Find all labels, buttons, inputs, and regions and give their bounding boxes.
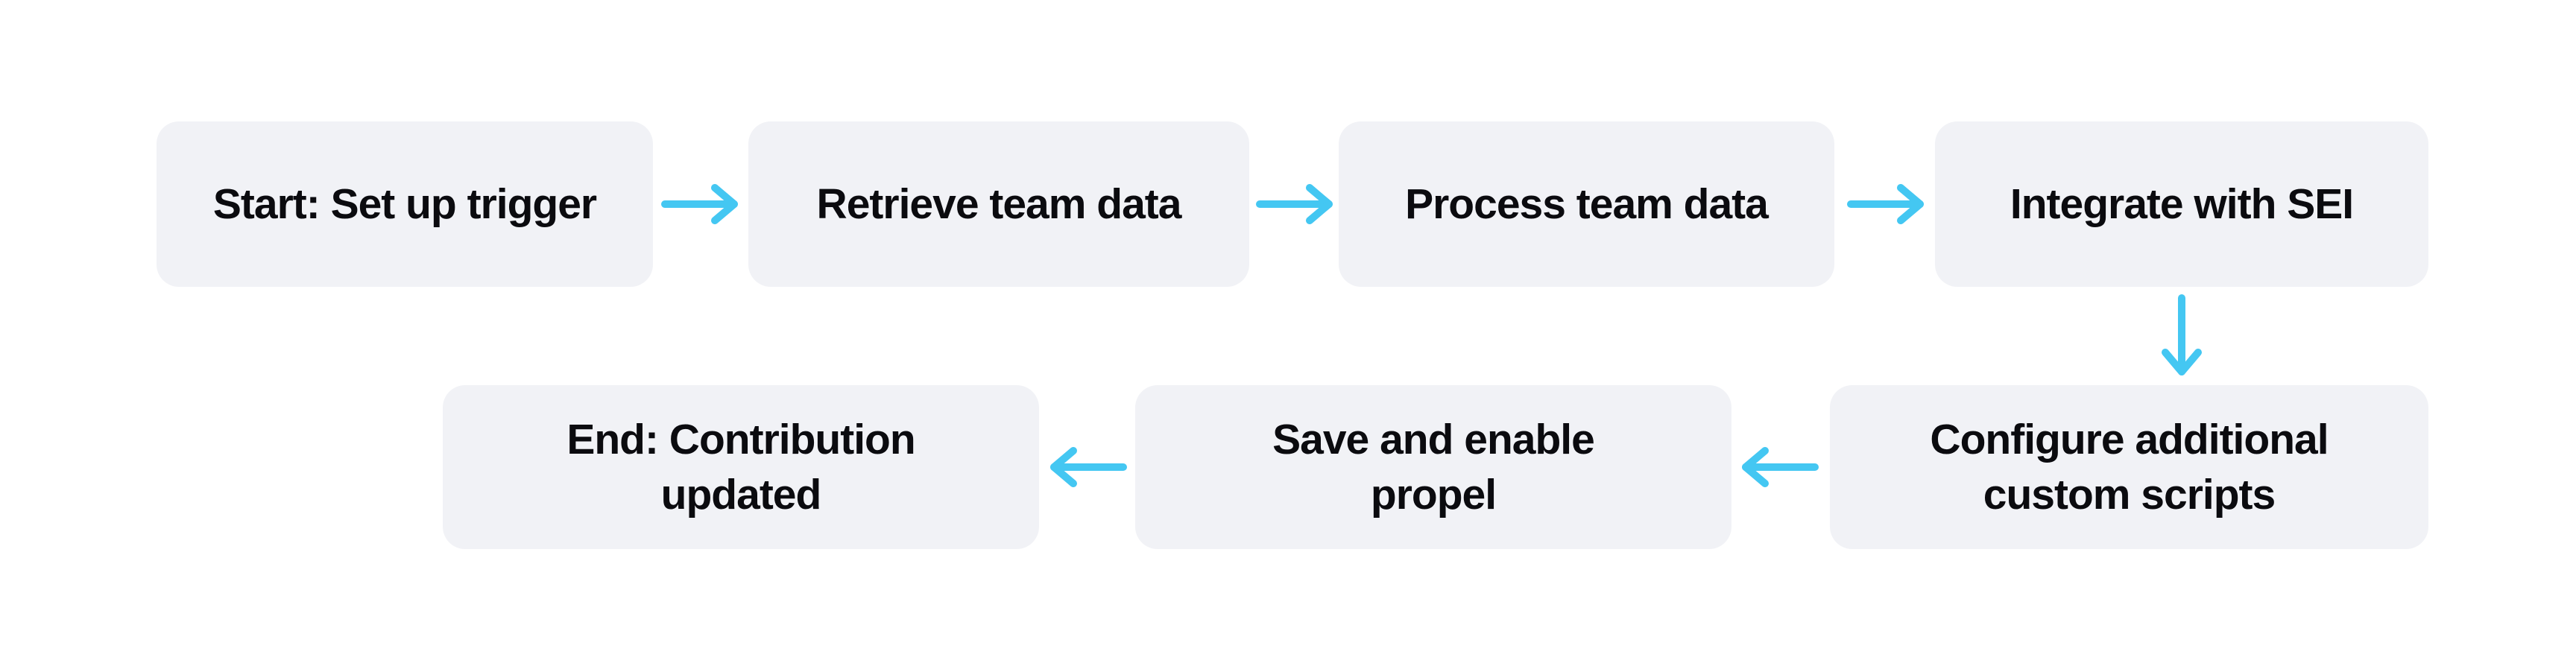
- arrow-left-icon: [1742, 447, 1819, 487]
- arrow-right-icon: [661, 184, 738, 224]
- flow-node-integrate-with-sei: Integrate with SEI: [1935, 121, 2428, 287]
- edge-integrate-to-configure: [2158, 294, 2206, 380]
- flow-node-configure-custom-scripts: Configure additional custom scripts: [1830, 385, 2428, 549]
- edge-process-to-integrate: [1846, 180, 1927, 228]
- edge-retrieve-to-process: [1255, 180, 1336, 228]
- edge-configure-to-save: [1739, 443, 1819, 491]
- arrow-right-icon: [1847, 184, 1924, 224]
- arrow-right-icon: [1256, 184, 1333, 224]
- flow-node-end: End: Contribution updated: [443, 385, 1039, 549]
- edge-start-to-retrieve: [660, 180, 741, 228]
- flow-node-start: Start: Set up trigger: [157, 121, 653, 287]
- arrow-down-icon: [2162, 294, 2202, 375]
- edge-save-to-end: [1047, 443, 1128, 491]
- flow-node-retrieve-team-data: Retrieve team data: [748, 121, 1249, 287]
- flow-node-process-team-data: Process team data: [1339, 121, 1834, 287]
- flow-node-save-and-enable-propel: Save and enable propel: [1135, 385, 1731, 549]
- arrow-left-icon: [1050, 447, 1127, 487]
